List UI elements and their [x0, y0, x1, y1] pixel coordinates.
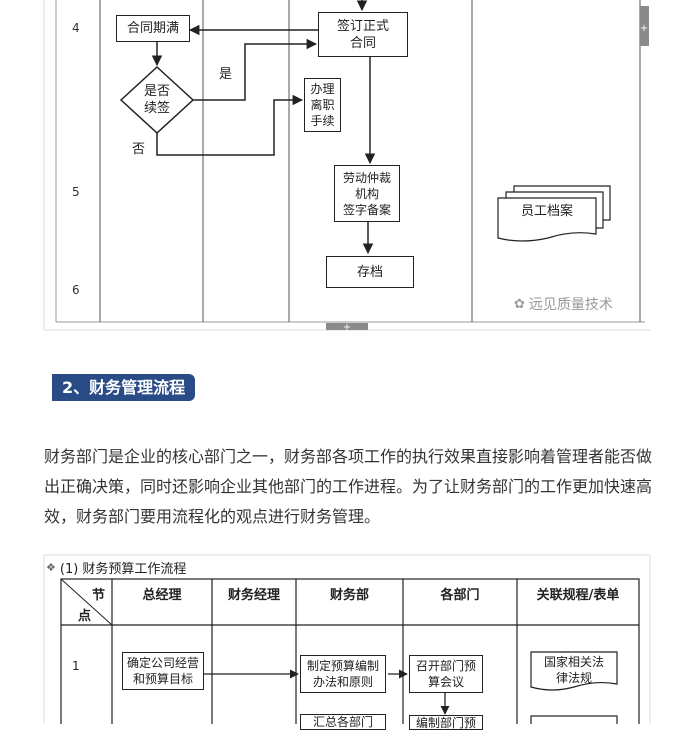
budget-flow-title: ❖ (1) 财务预算工作流程 [46, 558, 186, 577]
node-national-laws: 国家相关法 律法规 [543, 655, 604, 685]
diamond-bullet-icon: ❖ [46, 561, 56, 574]
header-node-top: 节 [92, 588, 106, 603]
watermark-text: 远见质量技术 [528, 297, 613, 313]
flowchart-employee-contract: + + 4 5 6 合同期满 签订正式 合同 是否 续签 办理 离职 手续 劳动… [0, 0, 693, 335]
node-renew-question: 是否 续签 [143, 84, 170, 116]
node-archive: 存档 [326, 256, 414, 288]
flowchart-budget: ❖ (1) 财务预算工作流程 节 点 总经理 财务经理 财务部 各部门 关联规程… [0, 550, 693, 730]
label-yes: 是 [219, 67, 233, 82]
svg-text:+: + [640, 23, 648, 34]
node-compile-dept-budget: 编制部门预 [409, 715, 483, 730]
node-resign-procedure: 办理 离职 手续 [304, 78, 341, 132]
header-departments: 各部门 [440, 588, 480, 603]
flowchart-lines: + + [43, 0, 650, 333]
watermark: ✿ 远见质量技术 [514, 294, 613, 314]
node-summarize-depts: 汇总各部门 [300, 714, 386, 730]
node-contract-expire: 合同期满 [116, 15, 190, 42]
wechat-icon: ✿ [514, 296, 525, 312]
node-dept-budget-meeting: 召开部门预 算会议 [409, 655, 483, 693]
node-sign-formal-contract: 签订正式 合同 [318, 12, 408, 57]
label-no: 否 [132, 142, 146, 157]
node-set-business-goals: 确定公司经营 和预算目标 [122, 652, 204, 690]
node-budget-method: 制定预算编制 办法和原则 [300, 655, 386, 693]
row-number-1: 1 [72, 659, 80, 673]
header-related-rules: 关联规程/表单 [536, 588, 620, 603]
article-paragraph: 财务部门是企业的核心部门之一，财务部各项工作的执行效果直接影响着管理者能否做出正… [44, 447, 653, 526]
row-number-5: 5 [72, 185, 80, 199]
row-number-6: 6 [72, 283, 80, 297]
header-node-bottom: 点 [78, 609, 92, 624]
budget-flow-title-text: (1) 财务预算工作流程 [59, 562, 187, 577]
header-finance-dept: 财务部 [329, 588, 369, 603]
section-title: 2、财务管理流程 [52, 374, 196, 401]
row-number-4: 4 [72, 21, 80, 35]
budget-table-lines [43, 554, 651, 724]
node-labor-arbitration: 劳动仲裁 机构 签字备案 [334, 165, 400, 222]
node-employee-file: 员工档案 [520, 204, 573, 219]
header-finance-manager: 财务经理 [227, 588, 280, 603]
header-general-manager: 总经理 [142, 588, 182, 603]
svg-text:+: + [343, 322, 351, 333]
